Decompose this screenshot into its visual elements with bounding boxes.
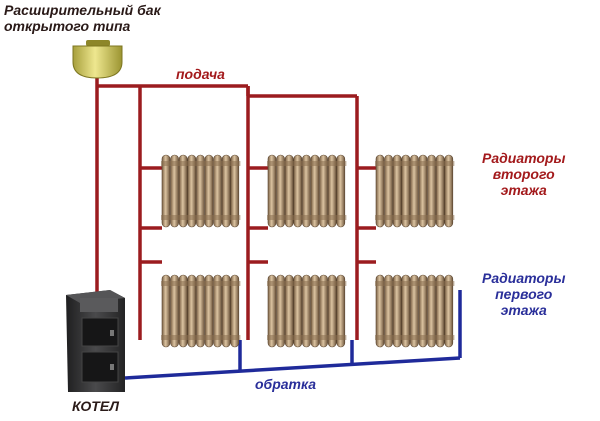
radiator-icon-second-floor-3 <box>375 154 455 228</box>
second-floor-label-line2: второго <box>492 166 555 183</box>
first-floor-label-line3: этажа <box>500 302 547 319</box>
expansion-tank-icon <box>72 40 123 79</box>
tank-label: Расширительный бак открытого типа <box>4 2 161 34</box>
second-floor-label-line1: Радиаторы <box>482 150 566 166</box>
tank-label-line2: открытого типа <box>4 18 131 35</box>
return-pipes <box>124 290 462 380</box>
tank-label-line1: Расширительный бак <box>4 2 161 18</box>
radiator-icon-first-floor-3 <box>375 274 455 348</box>
first-floor-label-line1: Радиаторы <box>482 270 566 286</box>
second-floor-label-line3: этажа <box>500 182 547 199</box>
first-floor-label: Радиаторы первого этажа <box>482 270 565 318</box>
first-floor-label-line2: первого <box>495 286 553 303</box>
boiler-icon <box>66 290 125 392</box>
radiator-icon-first-floor-2 <box>267 274 347 348</box>
supply-label: подача <box>176 66 225 82</box>
radiators <box>161 154 455 348</box>
radiator-icon-second-floor-2 <box>267 154 347 228</box>
radiator-icon-second-floor-1 <box>161 154 241 228</box>
second-floor-label: Радиаторы второго этажа <box>482 150 565 198</box>
boiler-label: КОТЕЛ <box>72 398 119 414</box>
supply-pipes <box>95 72 376 340</box>
radiator-icon-first-floor-1 <box>161 274 241 348</box>
return-label: обратка <box>255 376 317 392</box>
